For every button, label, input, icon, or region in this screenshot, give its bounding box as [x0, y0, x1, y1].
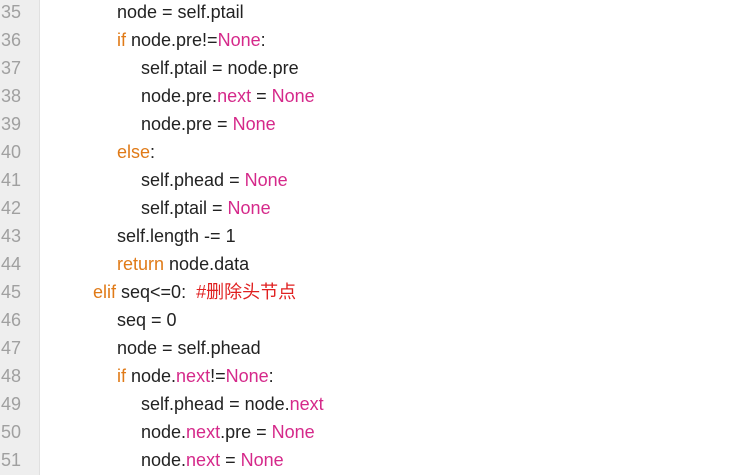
code-token: node.pre = — [141, 114, 233, 134]
code-token: : — [150, 142, 156, 162]
code-line[interactable]: self.ptail = node.pre — [141, 54, 299, 82]
constant-token: None — [217, 30, 261, 50]
line-number: 46 — [1, 310, 22, 330]
constant-token: next — [186, 450, 221, 470]
code-line[interactable]: node.next.pre = None — [141, 418, 315, 446]
line-number: 35 — [1, 2, 22, 22]
line-number: 47 — [1, 338, 22, 358]
code-token: self.ptail = — [141, 198, 228, 218]
code-token: node = self.ptail — [117, 2, 244, 22]
constant-token: None — [244, 170, 288, 190]
code-token: seq = 0 — [117, 310, 177, 330]
keyword-token: else — [117, 142, 151, 162]
code-token: node = self.phead — [117, 338, 261, 358]
constant-token: None — [232, 114, 276, 134]
constant-token: None — [240, 450, 284, 470]
code-line[interactable]: seq = 0 — [117, 306, 177, 334]
line-number: 44 — [1, 254, 22, 274]
constant-token: None — [225, 366, 269, 386]
code-token: self.phead = — [141, 170, 245, 190]
code-token: node.data — [164, 254, 250, 274]
keyword-token: elif — [93, 282, 117, 302]
constant-token: next — [217, 86, 252, 106]
code-token: node. — [141, 450, 187, 470]
code-line[interactable]: self.phead = None — [141, 166, 288, 194]
line-number-gutter: 35 36 37 38 39 40 41 42 43 44 45 46 47 48 49 50 51 — [0, 0, 40, 475]
code-line[interactable]: else: — [117, 138, 155, 166]
line-number: 50 — [1, 422, 22, 442]
code-token: : — [268, 366, 274, 386]
code-token: != — [210, 366, 226, 386]
constant-token: None — [227, 198, 271, 218]
code-line[interactable]: self.ptail = None — [141, 194, 271, 222]
constant-token: next — [176, 366, 211, 386]
code-token: self.length -= 1 — [117, 226, 236, 246]
keyword-token: if — [117, 366, 126, 386]
code-token: = — [220, 450, 241, 470]
line-number: 43 — [1, 226, 22, 246]
code-line[interactable]: if node.next!=None: — [117, 362, 274, 390]
line-number: 37 — [1, 58, 22, 78]
constant-token: next — [186, 422, 221, 442]
code-token: .pre = — [220, 422, 272, 442]
line-number: 48 — [1, 366, 22, 386]
keyword-token: return — [117, 254, 165, 274]
code-token: node. — [126, 366, 177, 386]
code-line[interactable]: self.length -= 1 — [117, 222, 236, 250]
code-token: self.phead = node. — [141, 394, 290, 414]
code-line[interactable]: node = self.ptail — [117, 0, 244, 26]
code-line[interactable]: self.phead = node.next — [141, 390, 324, 418]
code-line[interactable]: node.pre.next = None — [141, 82, 315, 110]
line-number: 51 — [1, 450, 22, 470]
keyword-token: if — [117, 30, 126, 50]
code-line[interactable]: if node.pre!=None: — [117, 26, 266, 54]
code-token: self.ptail = node.pre — [141, 58, 299, 78]
constant-token: next — [289, 394, 324, 414]
code-line[interactable]: node.next = None — [141, 446, 284, 474]
line-number: 36 — [1, 30, 22, 50]
code-line[interactable]: node.pre = None — [141, 110, 276, 138]
code-line[interactable]: return node.data — [117, 250, 249, 278]
constant-token: None — [271, 422, 315, 442]
line-number: 42 — [1, 198, 22, 218]
constant-token: None — [271, 86, 315, 106]
code-token: : — [260, 30, 266, 50]
code-token: node.pre!= — [126, 30, 218, 50]
code-token: node. — [141, 422, 187, 442]
line-number: 39 — [1, 114, 22, 134]
comment-token: #删除头节点 — [196, 282, 297, 302]
line-number: 40 — [1, 142, 22, 162]
code-token: seq<=0: — [116, 282, 197, 302]
line-number: 49 — [1, 394, 22, 414]
code-token: node.pre. — [141, 86, 218, 106]
code-line[interactable]: node = self.phead — [117, 334, 261, 362]
code-line[interactable]: elif seq<=0: #删除头节点 — [93, 278, 296, 306]
line-number: 45 — [1, 282, 22, 302]
line-number: 41 — [1, 170, 22, 190]
code-token: = — [251, 86, 272, 106]
line-number: 38 — [1, 86, 22, 106]
